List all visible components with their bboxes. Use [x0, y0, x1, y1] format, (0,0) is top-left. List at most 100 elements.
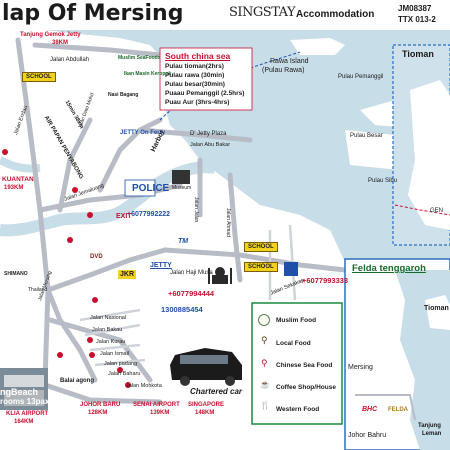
road-haji-musa: Jalan Haji Musa: [170, 270, 213, 276]
jkr-logo: JKR: [118, 270, 137, 279]
tanjung-gemok-km: 38KM: [52, 40, 69, 46]
museum-label: Museum: [172, 185, 192, 191]
road-mohkota: Jalan Mohkota: [126, 383, 162, 389]
police-phone: +6077992222: [127, 211, 171, 218]
legend-local: Local Food: [276, 340, 311, 347]
singapore-label: SINGAPORE: [188, 402, 225, 408]
felda-logo: FELDA: [388, 407, 408, 413]
western-food-icon: 🍴: [260, 401, 270, 410]
exit-label: EXIT: [116, 213, 132, 220]
felda-leman: Leman: [422, 431, 442, 437]
map-title: lap Of Mersing: [2, 1, 184, 26]
school-tag-2: SCHOOL: [244, 242, 278, 252]
tm-logo: TM: [178, 238, 189, 245]
tioman-gen-label: GEN: [430, 208, 444, 214]
sea-route-2: Pulau rawa (30min): [165, 72, 225, 79]
felda-tanjung: Tanjung: [418, 423, 441, 429]
police-label: POLICE: [132, 183, 170, 194]
school-tag-3: SCHOOL: [244, 262, 278, 272]
singapore-km: 148KM: [195, 410, 215, 416]
road-ismail-2: Jalan Ismail: [100, 351, 130, 357]
senai-label: SENAI AIRPORT: [133, 402, 180, 408]
car-icon: [170, 348, 242, 386]
police-icon: [124, 179, 156, 197]
road-jalan-jalan: Jalan Jalan: [193, 197, 199, 223]
island-besar-label: Pulau Besar: [350, 133, 383, 139]
johor-baru-label: JOHOR BARU: [80, 402, 121, 408]
kuantan-km: 193KM: [4, 185, 24, 191]
legend-coffee: Coffee Shop/House: [276, 384, 336, 391]
road-bakau: Jalan Bakau: [92, 327, 123, 333]
road-abdullah: Jalan Abdullah: [50, 57, 90, 63]
felda-tioman: Tioman: [424, 305, 449, 312]
island-rawa-label: Rawa Island: [270, 58, 309, 65]
jetty-label: JETTY: [150, 262, 172, 269]
road-abu-bakar: Jalan Abu Bakar: [190, 142, 231, 148]
phone-3: 1300885454: [161, 305, 203, 314]
sea-route-5: Puau Aur (3hrs-4hrs): [165, 99, 230, 106]
rooms-label: rooms 13pax: [0, 397, 50, 406]
museum-icon: [172, 170, 190, 184]
sea-route-1: Pulau tioman(2hrs): [165, 63, 224, 70]
phone-1: +6077994444: [168, 289, 215, 298]
road-jalan-nasional: Jalan Nasional: [90, 315, 127, 321]
johor-baru-km: 128KM: [88, 410, 108, 416]
cafe-icon: ☕: [260, 380, 270, 389]
jetty-plaza-label: D' Jetty Plaza: [190, 131, 227, 137]
hotel-photo-building: [4, 375, 44, 387]
chinese-food-icon: ⚲: [261, 358, 268, 368]
ikan-masin-label: Ikan Masin Keropok: [124, 71, 172, 77]
bhc-logo: BHC: [362, 406, 378, 413]
tioman-island: [408, 80, 450, 230]
tioman-inset-title: Tioman: [402, 49, 434, 59]
sea-routes-box: [159, 47, 253, 111]
ferry-route-tioman: [394, 204, 450, 216]
jetty-ferry-label: JETTY On Ferry: [120, 130, 166, 136]
sea-title: South china sea: [165, 51, 231, 61]
thailand-label: Thailand: [28, 287, 48, 293]
island-rawa: [290, 38, 345, 55]
dvd-label: DVD: [90, 254, 103, 260]
local-food-icon: ⚲: [261, 335, 268, 345]
hotel-photo-lower: [4, 390, 44, 406]
kuantan-label: KUANTAN: [2, 176, 34, 183]
klia-label: KLIA AIRPORT: [6, 411, 49, 417]
balai-label: Balai agong: [60, 378, 95, 384]
road-padang: Jalan padang: [104, 361, 138, 367]
beach-label: ngBeach: [0, 387, 39, 397]
senai-km: 139KM: [150, 410, 170, 416]
sea-route-4: Puaau Pemanggil (2.5hrs): [165, 90, 245, 97]
felda-road: [355, 394, 416, 421]
muslim-seafoods-label: Muslim SeaFoods: [118, 55, 161, 61]
road-baharu: Jalan Baharu: [108, 371, 141, 377]
hotel-icon: [284, 262, 298, 276]
felda-title: Felda tenggaroh: [352, 263, 426, 274]
island-pemanggil-label: Pulau Pemanggil: [338, 74, 384, 80]
shimano-label: SHIMANO: [4, 271, 28, 277]
school-tag-1: SCHOOL: [22, 72, 56, 82]
road-kurau: Jalan Kurau: [96, 339, 126, 345]
nasi-bagang-label: Nasi Bagang: [108, 92, 139, 98]
location-pins: [2, 149, 131, 388]
chartered-car-label: Chartered car: [190, 387, 243, 396]
phone-2: +6077993333: [302, 276, 349, 285]
legend-western: Western Food: [276, 406, 320, 413]
ferry-route-rawa: [159, 51, 301, 121]
felda-island: [425, 295, 450, 330]
legend-chinese: Chinese Sea Food: [276, 362, 333, 369]
island-rawa-sub: (Pulau Rawa): [262, 67, 305, 74]
muslim-food-icon: [258, 314, 270, 326]
felda-mersing: Mersing: [348, 364, 373, 371]
legend-muslim: Muslim Food: [276, 317, 317, 324]
island-sibu-label: Pulau Sibu: [368, 178, 398, 184]
header-bar: [0, 0, 450, 30]
brand-logo: SINGSTAY: [229, 5, 296, 20]
contact-line-2: TTX 013-2: [398, 15, 436, 24]
header-subtitle: Accommodation: [296, 9, 375, 20]
sea-route-3: Pulau besar(30min): [165, 81, 225, 88]
klia-km: 164KM: [14, 419, 34, 425]
road-ahmad: Jalan Ahmad: [225, 208, 231, 237]
felda-johor: Johor Bahru: [348, 432, 387, 439]
